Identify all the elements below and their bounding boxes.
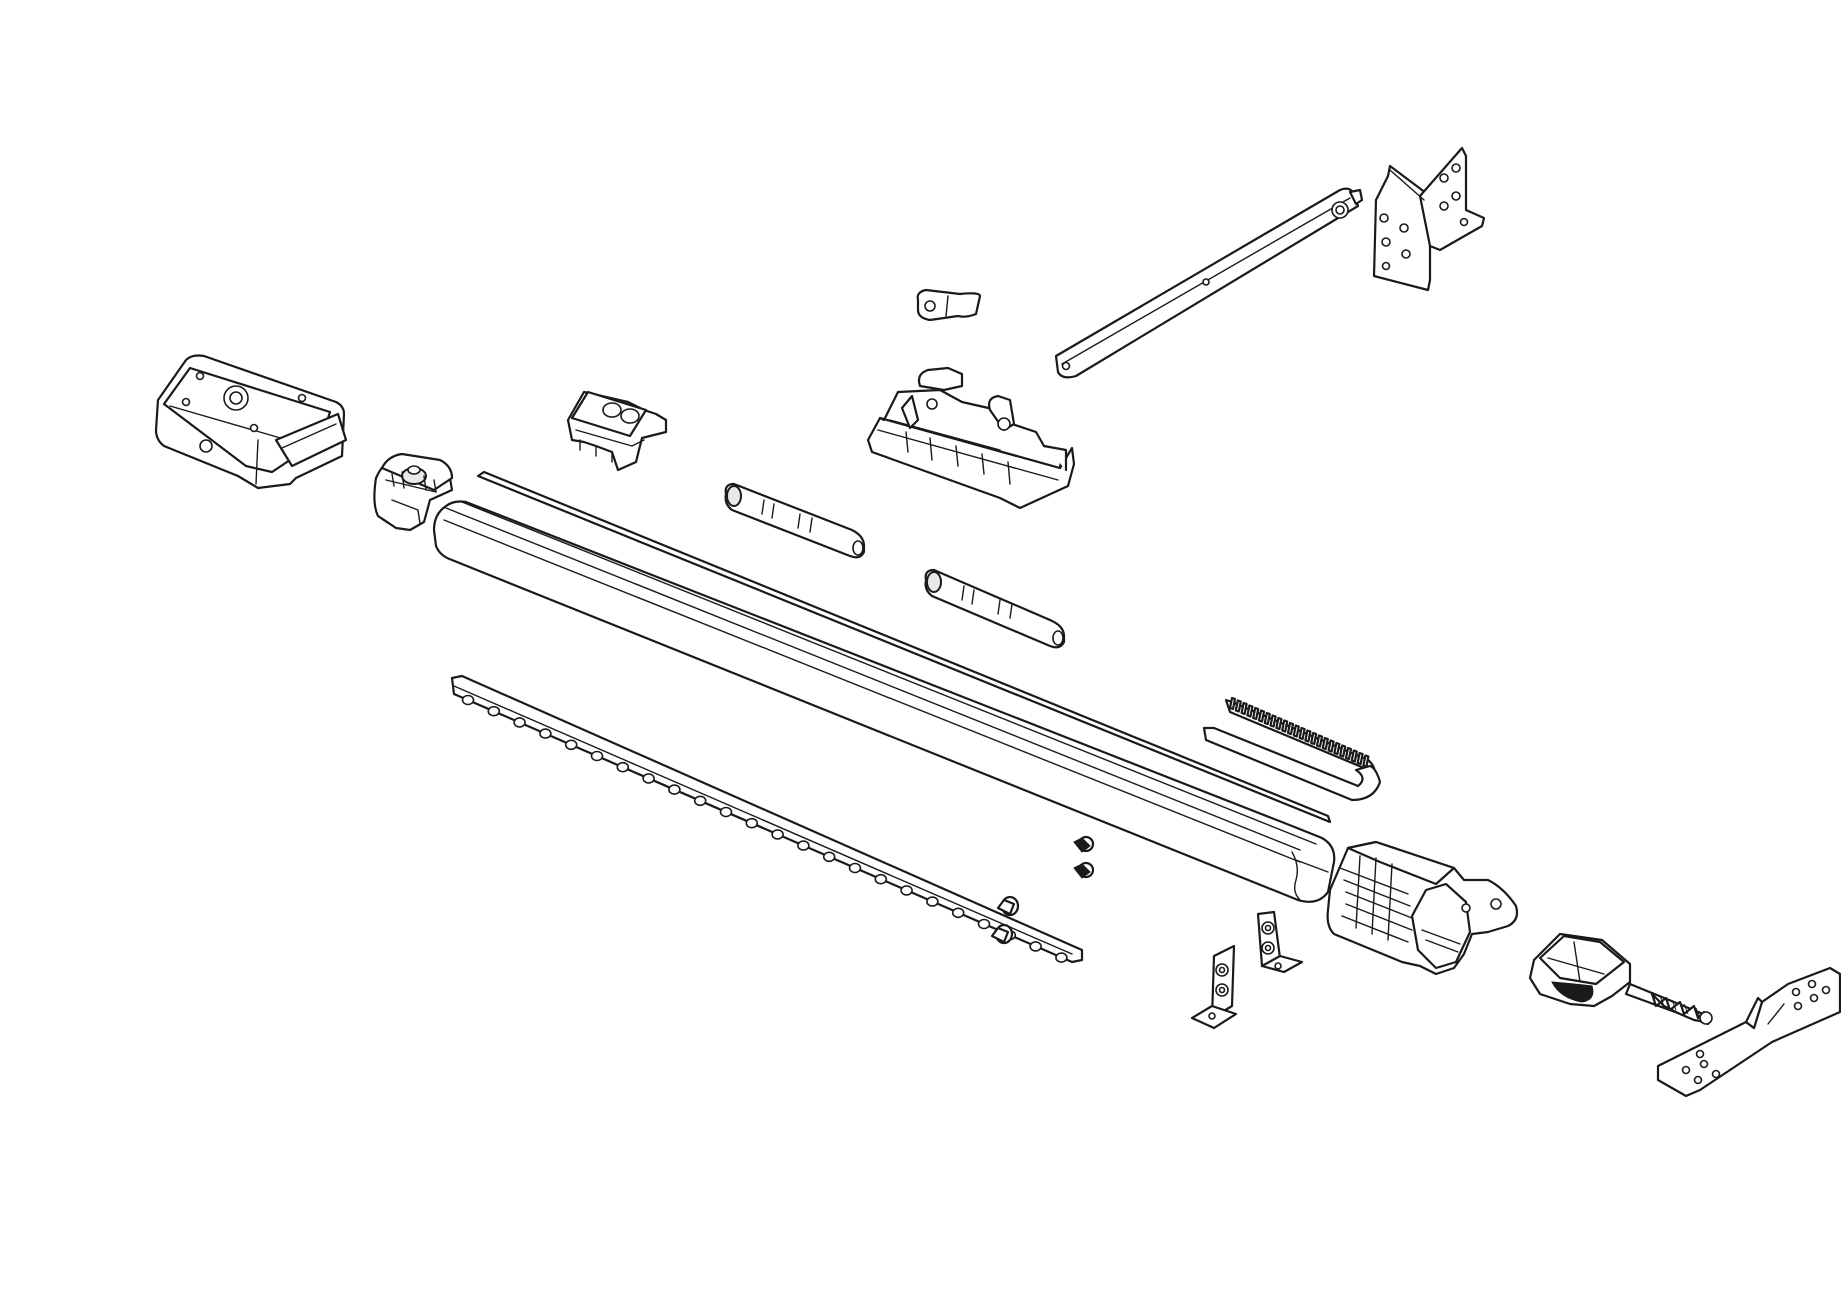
strap-hole: [951, 907, 965, 919]
strap-hole: [1029, 941, 1042, 952]
motor-head-housing: [154, 354, 348, 490]
strap-hole: [668, 784, 681, 795]
belt-tooth: [1240, 701, 1248, 716]
drive-sprocket: [373, 452, 454, 532]
rail-spacer-lower: [924, 568, 1066, 649]
release-trolley: [866, 366, 1076, 510]
trolley-latch: [916, 288, 982, 322]
idler-pulley-end: [1326, 840, 1519, 976]
door-arm: [1054, 187, 1364, 379]
belt-tooth: [1310, 731, 1318, 746]
strap-hole: [539, 728, 552, 739]
door-bracket: [1372, 146, 1486, 292]
strap-hole: [874, 873, 888, 885]
belt-tooth: [1281, 719, 1289, 733]
strap-hole: [719, 806, 733, 818]
angle-bracket-left: [1190, 944, 1238, 1030]
belt-tooth: [1333, 741, 1341, 756]
strap-hole: [616, 761, 630, 773]
strap-hole: [1055, 952, 1068, 963]
belt-tooth: [1263, 711, 1271, 726]
belt-tooth: [1234, 699, 1242, 713]
strap-hole: [590, 750, 604, 762]
belt-tooth: [1257, 709, 1266, 723]
belt-tooth: [1246, 704, 1254, 718]
belt-tooth: [1292, 724, 1300, 738]
belt-tooth: [1321, 736, 1329, 751]
belt-tooth: [1356, 751, 1364, 766]
strap-hole: [977, 918, 991, 930]
belt-tooth: [1298, 726, 1306, 741]
strap-hole: [771, 829, 784, 840]
belt-tensioner: [1528, 932, 1713, 1026]
belt-tooth: [1286, 721, 1295, 736]
strap-hole: [926, 896, 939, 907]
angle-bracket-right: [1256, 910, 1304, 974]
belt-tooth: [1350, 749, 1358, 763]
strap-hole: [822, 851, 836, 863]
strap-hole: [461, 694, 475, 706]
strap-hole: [797, 840, 810, 851]
bolt-set: [990, 895, 1020, 945]
belt-tooth: [1275, 716, 1283, 731]
drive-belt: [1202, 696, 1382, 802]
strap-hole: [642, 773, 655, 784]
rail-spacer-upper: [724, 482, 866, 559]
strap-hole: [513, 717, 526, 728]
belt-tooth: [1228, 696, 1237, 711]
belt-tooth: [1269, 714, 1277, 728]
header-bracket: [1656, 966, 1841, 1098]
belt-tooth: [1252, 706, 1260, 721]
belt-tooth: [1344, 746, 1353, 761]
strap-hole: [745, 817, 759, 829]
strap-hole: [487, 705, 501, 717]
belt-tooth: [1362, 754, 1370, 768]
belt-tooth: [1315, 734, 1324, 748]
screw-set: [1073, 835, 1095, 879]
strap-hole: [693, 795, 707, 807]
strap-hole: [900, 885, 913, 896]
belt-tooth: [1304, 729, 1312, 743]
strap-hole: [564, 739, 578, 751]
strap-hole: [848, 862, 862, 874]
rail-clip: [566, 390, 668, 472]
belt-tooth: [1327, 739, 1335, 753]
rail: [432, 470, 1336, 903]
belt-tooth: [1339, 744, 1347, 758]
